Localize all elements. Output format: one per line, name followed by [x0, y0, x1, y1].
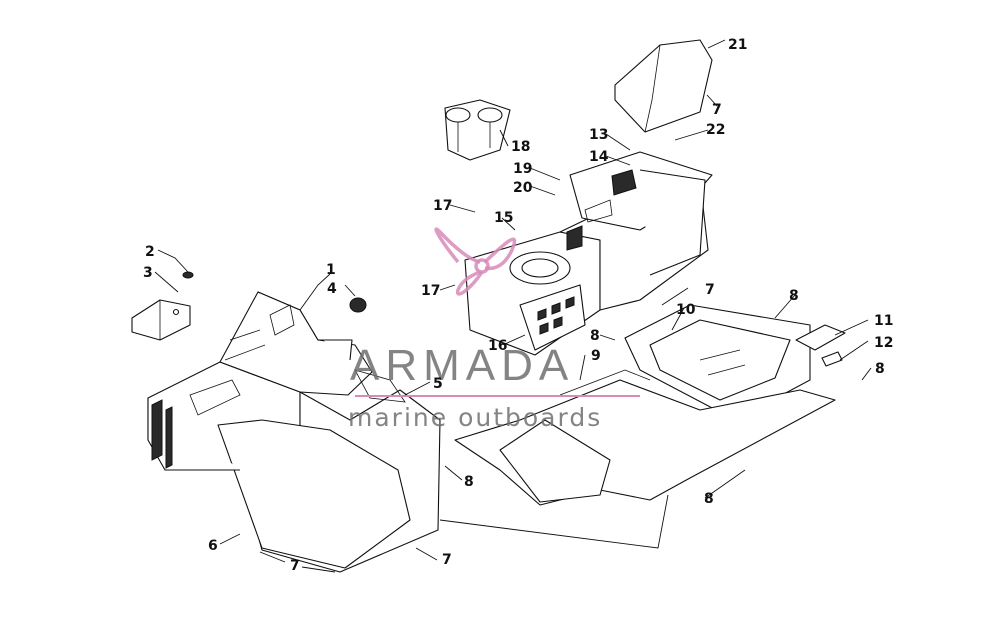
plate-part-11	[795, 324, 846, 351]
callout-14: 14	[589, 149, 609, 165]
callout-7-console: 7	[705, 282, 715, 298]
callout-17-top: 17	[433, 198, 452, 214]
callout-11: 11	[874, 313, 893, 329]
callout-8-tray: 8	[789, 288, 799, 304]
callout-9: 9	[591, 348, 601, 364]
callout-8-center: 8	[590, 328, 600, 344]
callout-5: 5	[433, 376, 443, 392]
callout-7-left: 7	[290, 558, 300, 574]
callout-2: 2	[145, 244, 155, 260]
watermark-subtitle: marine outboards	[348, 403, 602, 432]
callout-6: 6	[208, 538, 218, 554]
storage-tray-part-10	[624, 304, 811, 421]
watermark-logo	[434, 227, 517, 296]
callout-20: 20	[513, 180, 533, 196]
cover-part-21	[614, 39, 713, 133]
cup-holder-part-18	[444, 99, 511, 161]
clip-part-12	[821, 351, 843, 367]
callouts: 1 2 3 4 5 6 7 7 7 7 8 8 8 8 8 9 10 11 12…	[143, 37, 893, 574]
callout-15: 15	[494, 210, 513, 226]
callout-7-bottom: 7	[442, 552, 452, 568]
callout-17-bottom: 17	[421, 283, 440, 299]
callout-16: 16	[488, 338, 507, 354]
callout-18: 18	[511, 139, 530, 155]
callout-4: 4	[327, 281, 337, 297]
callout-7-cover: 7	[712, 102, 722, 118]
floor-pan	[454, 369, 836, 506]
console-body	[464, 151, 713, 356]
callout-3: 3	[143, 265, 153, 281]
bracket-part-3	[131, 299, 191, 341]
callout-8-left: 8	[464, 474, 474, 490]
leader-lines	[154, 39, 872, 573]
callout-1: 1	[326, 262, 336, 278]
switch-panel	[519, 284, 586, 351]
callout-21: 21	[728, 37, 747, 53]
cap-part-2	[182, 271, 194, 279]
callout-19: 19	[513, 161, 532, 177]
front-panel-part-1	[147, 291, 441, 573]
callout-10: 10	[676, 302, 696, 318]
callout-8-bottom: 8	[704, 491, 714, 507]
watermark: ARMADA marine outboards	[348, 227, 640, 432]
grommet-part-4	[349, 297, 367, 313]
callout-13: 13	[589, 127, 608, 143]
callout-12: 12	[874, 335, 893, 351]
watermark-title: ARMADA	[350, 341, 574, 390]
callout-22: 22	[706, 122, 725, 138]
callout-8-right: 8	[875, 361, 885, 377]
